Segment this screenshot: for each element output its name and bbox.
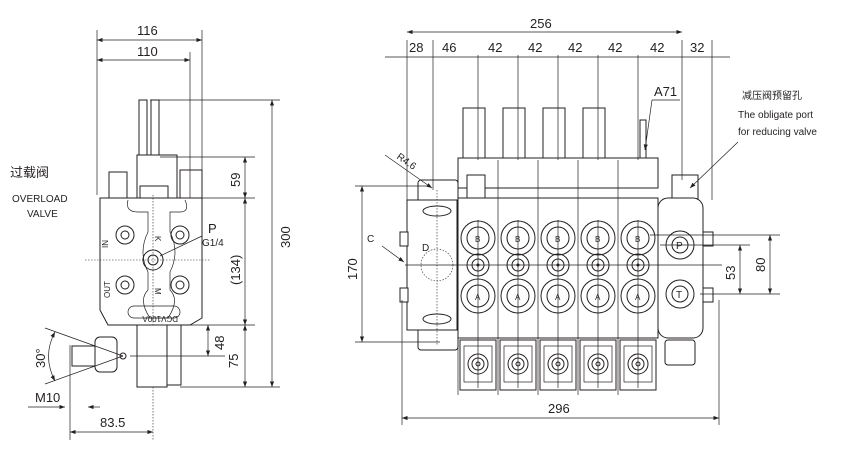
overload-label-en: OVERLOAD: [12, 194, 68, 205]
port-p-thread: G1/4: [202, 238, 224, 249]
mark-k: K: [153, 236, 162, 242]
dim-32: 32: [690, 40, 704, 55]
dim-42-3: 42: [568, 40, 582, 55]
top-dimensions: 256 28 46 42 42 42 42 42 32: [385, 16, 730, 200]
dim-42-1: 42: [488, 40, 502, 55]
overload-valve-nut: [108, 171, 128, 201]
dim-75: 75: [226, 354, 241, 368]
dim-300: 300: [278, 226, 293, 248]
overload-label-en-2: VALVE: [27, 209, 58, 220]
dim-80: 80: [753, 258, 768, 272]
dim-83-5: 83.5: [100, 415, 125, 430]
dim-48: 48: [212, 336, 227, 350]
dim-46: 46: [442, 40, 456, 55]
valve-section: BA: [617, 160, 657, 395]
valve-section: BA: [457, 160, 497, 395]
dim-53: 53: [723, 266, 738, 280]
label-d: D: [422, 243, 429, 254]
dim-angle: 30°: [33, 348, 48, 368]
overload-label-cn: 过载阀: [10, 165, 49, 180]
label-c: C: [367, 234, 374, 245]
side-view: 过载阀 OVERLOAD VALVE IN OUT K M DCV100A P …: [10, 23, 293, 440]
dim-42-5: 42: [650, 40, 664, 55]
reducing-port-label-en-2: for reducing valve: [738, 127, 817, 138]
port-out-label: OUT: [103, 281, 112, 298]
dim-42-4: 42: [608, 40, 622, 55]
right-end-cap: [657, 197, 704, 339]
dim-42-2: 42: [528, 40, 542, 55]
reducing-port-label-en: The obligate port: [738, 110, 813, 121]
valve-section: BA: [577, 160, 617, 395]
mark-m: M: [153, 288, 162, 295]
dim-170: 170: [345, 258, 360, 280]
dim-256: 256: [530, 16, 552, 31]
dim-296: 296: [548, 401, 570, 416]
reducing-port-label-cn: 减压阀预留孔: [742, 89, 802, 102]
dim-59: 59: [228, 173, 243, 187]
model-label: DCV100A: [142, 314, 178, 323]
dim-134: (134): [228, 255, 243, 285]
dim-28: 28: [409, 40, 423, 55]
port-p-front: P: [676, 241, 683, 252]
dim-m10: M10: [35, 390, 60, 405]
port-in-label: IN: [101, 240, 110, 248]
port-p-label: P: [208, 221, 217, 236]
spool-handles: [462, 107, 647, 161]
port-t-front: T: [676, 290, 682, 301]
label-a71: A71: [654, 84, 677, 99]
valve-section: BA: [497, 160, 537, 395]
dim-110: 110: [137, 44, 158, 59]
dim-116: 116: [137, 23, 158, 38]
